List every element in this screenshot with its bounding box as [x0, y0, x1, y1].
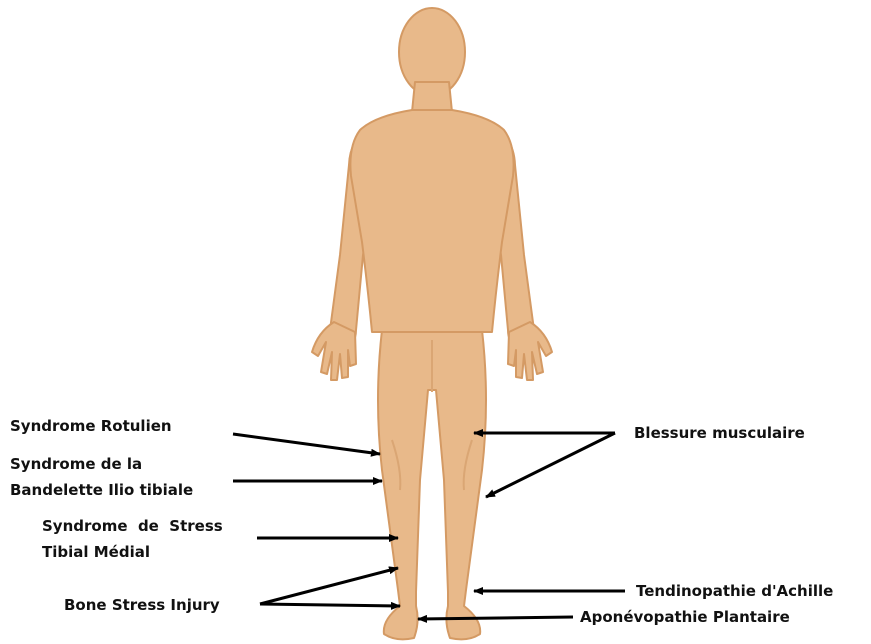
label-stress-tibial-line2: Tibial Médial: [42, 540, 150, 564]
label-bandelette-line2: Bandelette Ilio tibiale: [10, 478, 193, 502]
human-body: [312, 8, 552, 639]
label-blessure-musculaire: Blessure musculaire: [634, 421, 805, 445]
arrow-bone-stress-lower: [260, 604, 400, 606]
torso: [350, 110, 513, 332]
arrows: [233, 433, 625, 619]
arrow-syndrome-rotulien: [233, 434, 380, 454]
label-syndrome-rotulien: Syndrome Rotulien: [10, 414, 172, 438]
arrow-blessure-lower: [486, 433, 615, 497]
label-bandelette-line1: Syndrome de la: [10, 452, 142, 476]
label-aponevopathie: Aponévopathie Plantaire: [580, 605, 790, 629]
label-tendinopathie-achille: Tendinopathie d'Achille: [636, 579, 833, 603]
right-hand: [508, 322, 552, 380]
left-hand: [312, 322, 356, 380]
label-stress-tibial-line1: Syndrome de Stress: [42, 514, 223, 538]
label-bone-stress: Bone Stress Injury: [64, 593, 220, 617]
arrow-aponevopathie: [418, 617, 573, 619]
arrow-bone-stress-upper: [260, 568, 398, 604]
